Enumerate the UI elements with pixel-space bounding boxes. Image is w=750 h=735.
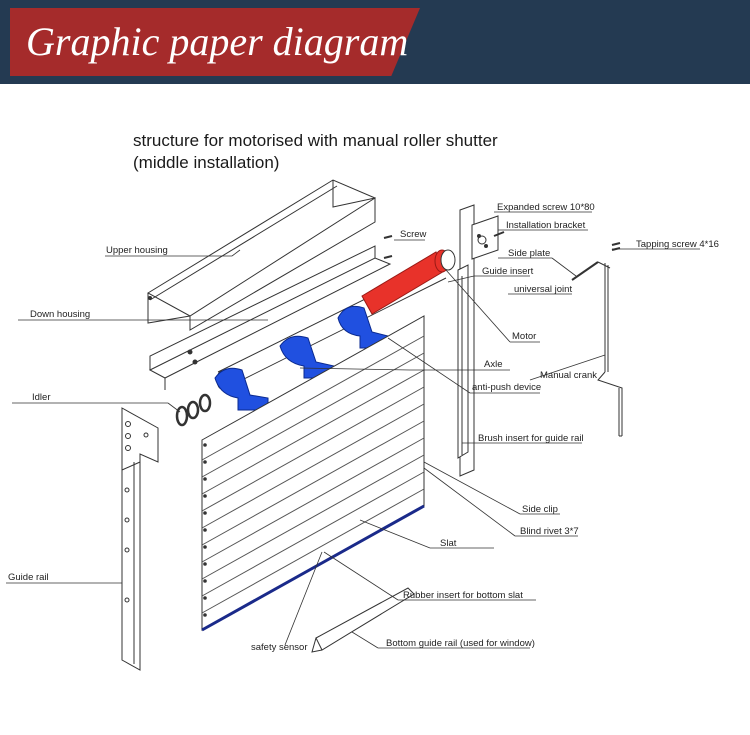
label-upper-housing: Upper housing — [106, 245, 168, 256]
label-installation-bracket: Installation bracket — [506, 220, 586, 231]
left-guide-rail — [121, 407, 159, 671]
slat-side-clips — [203, 443, 207, 617]
label-blind-rivet: Blind rivet 3*7 — [520, 526, 579, 537]
right-guide-rail — [457, 204, 475, 477]
label-brush-insert: Brush insert for guide rail — [478, 433, 584, 444]
label-anti-push-device: anti-push device — [472, 382, 541, 393]
label-axle: Axle — [484, 359, 502, 370]
label-motor: Motor — [512, 331, 536, 342]
slat-lines — [201, 335, 425, 614]
label-safety-sensor: safety sensor — [251, 642, 308, 653]
label-idler: Idler — [32, 392, 50, 403]
label-down-housing: Down housing — [30, 309, 90, 320]
upper-housing-part — [147, 179, 377, 331]
label-side-clip: Side clip — [522, 504, 558, 515]
label-rubber-insert: Rubber insert for bottom slat — [403, 590, 523, 601]
label-bottom-guide-rail: Bottom guide rail (used for window) — [386, 638, 535, 649]
idler-part — [175, 393, 212, 427]
bottom-slat — [201, 504, 425, 632]
diagram-labels: Expanded screw 10*80 Installation bracke… — [8, 202, 719, 653]
label-guide-insert: Guide insert — [482, 266, 534, 277]
label-manual-crank: Manual crank — [540, 370, 597, 381]
label-slat: Slat — [440, 538, 457, 549]
label-universal-joint: universal joint — [514, 284, 572, 295]
label-screw: Screw — [400, 229, 427, 240]
title-tab — [10, 8, 420, 76]
label-tapping-screw: Tapping screw 4*16 — [636, 239, 719, 250]
leader-lines — [6, 211, 700, 649]
bracket-1 — [214, 367, 269, 411]
banner-title: Graphic paper diagram — [26, 19, 409, 64]
bottom-guide-rail-part — [311, 587, 415, 653]
screws-part — [383, 235, 393, 259]
manual-crank-part — [571, 242, 623, 437]
heading-line-2: (middle installation) — [133, 153, 280, 172]
installation-bracket-part — [471, 215, 505, 260]
label-side-plate: Side plate — [508, 248, 550, 259]
heading-line-1: structure for motorised with manual roll… — [133, 131, 498, 150]
label-guide-rail: Guide rail — [8, 572, 49, 583]
diagram-heading: structure for motorised with manual roll… — [133, 130, 498, 174]
down-housing-part — [148, 245, 392, 390]
slat-curtain — [201, 315, 425, 632]
label-expanded-screw: Expanded screw 10*80 — [497, 202, 595, 213]
